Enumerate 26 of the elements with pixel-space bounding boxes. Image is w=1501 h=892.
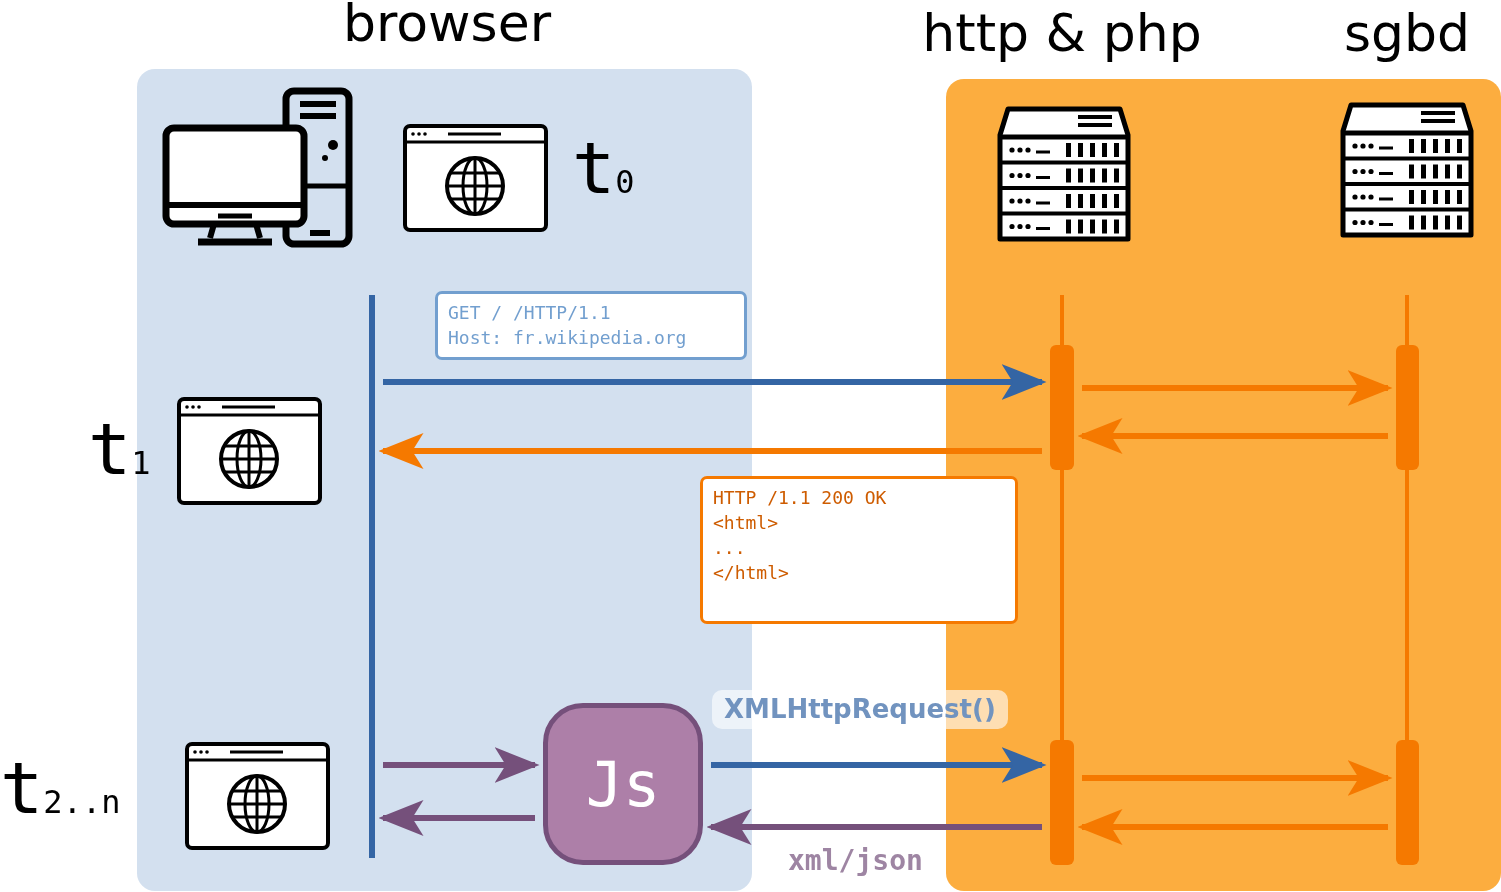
- arrow: [1077, 418, 1388, 454]
- code-line: GET / /HTTP/1.1: [448, 301, 612, 325]
- arrow: [378, 800, 535, 836]
- arrow: [706, 809, 1042, 845]
- edge-label: XMLHttpRequest(): [712, 690, 1008, 730]
- arrow: [1077, 809, 1388, 845]
- arrow: [1082, 760, 1393, 796]
- arrow: [378, 433, 1042, 469]
- activation-bar: [1396, 345, 1419, 470]
- arrow: [383, 364, 1047, 400]
- arrow: [383, 747, 540, 783]
- arrow: [1082, 370, 1393, 406]
- code-line: Host: fr.wikipedia.org: [448, 326, 688, 350]
- code-line: HTTP /1.1 200 OK: [713, 486, 888, 510]
- activation-bar: [1050, 345, 1074, 470]
- arrow: [711, 747, 1047, 783]
- script-box: Js: [543, 703, 703, 865]
- code-line: ...: [713, 536, 747, 560]
- message-note: [700, 476, 1018, 624]
- activation-bar: [1050, 740, 1074, 865]
- code-line: </html>: [713, 561, 790, 585]
- code-line: <html>: [713, 511, 780, 535]
- activation-bar: [1396, 740, 1419, 865]
- lifeline: [369, 295, 375, 858]
- lane-heading: browser: [342, 0, 552, 49]
- message-note: [435, 291, 747, 360]
